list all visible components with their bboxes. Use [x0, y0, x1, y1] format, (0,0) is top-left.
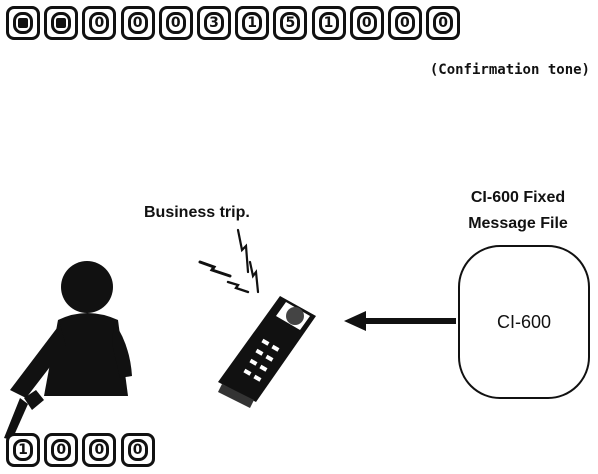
handset-icon [218, 296, 316, 408]
ci-600-box-label: CI-600 [496, 311, 552, 332]
arrow-icon [344, 311, 456, 331]
star-key [44, 6, 79, 40]
digit-key: 0 [120, 433, 155, 467]
bottom-key-sequence: 1 0 0 0 [6, 433, 159, 467]
message-file-title-line1: CI-600 Fixed [470, 189, 566, 206]
message-file-title-line2: Message File [468, 215, 568, 232]
digit-key: 0 [349, 6, 384, 40]
digit-key: 1 [311, 6, 346, 40]
ci-600-device-box: CI-600 [458, 245, 590, 399]
digit-key: 3 [196, 6, 231, 40]
digit-key: 0 [44, 433, 79, 467]
top-key-sequence: 0 0 0 3 1 5 1 0 0 0 [6, 6, 464, 40]
digit-key: 0 [426, 6, 461, 40]
signal-waves-icon [198, 228, 260, 294]
digit-key: 0 [387, 6, 422, 40]
digit-key: 1 [6, 433, 40, 467]
digit-key: 0 [158, 6, 193, 40]
digit-key: 5 [273, 6, 308, 40]
message-file-title: CI-600 Fixed Message File [438, 185, 598, 237]
star-key [6, 6, 40, 40]
digit-key: 0 [120, 6, 155, 40]
person-icon [4, 261, 132, 440]
confirmation-tone-note: (Confirmation tone) [429, 62, 590, 78]
star-dot-icon [56, 18, 67, 28]
digit-key: 0 [82, 6, 117, 40]
digit-key: 1 [235, 6, 270, 40]
star-dot-icon [18, 18, 28, 28]
speech-text: Business trip. [144, 204, 250, 221]
digit-key: 0 [82, 433, 117, 467]
